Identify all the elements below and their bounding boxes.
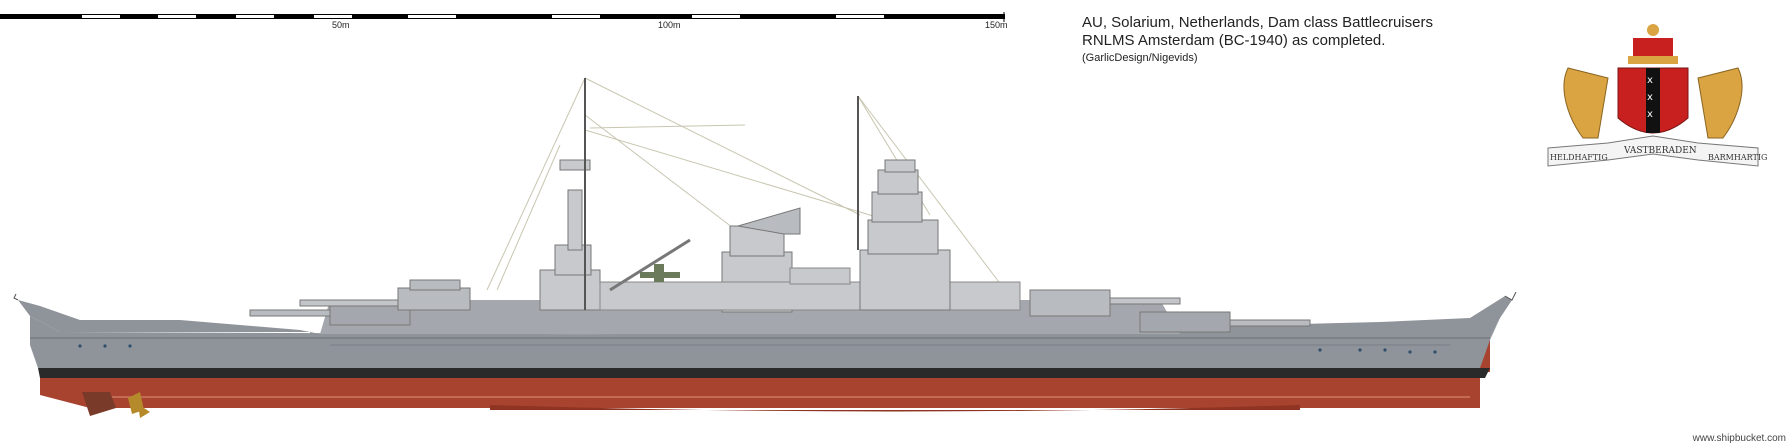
hull-topside xyxy=(18,296,1512,338)
aft-tower xyxy=(539,78,601,311)
bridge-tower xyxy=(857,96,951,311)
shield-icon: xxx xyxy=(1617,67,1689,134)
turret-fore-lower xyxy=(1139,311,1311,333)
caption-credits: (GarlicDesign/Nigevids) xyxy=(1082,52,1198,64)
caption-title: AU, Solarium, Netherlands, Dam class Bat… xyxy=(1082,14,1433,31)
turret-aft-lower xyxy=(249,304,411,326)
motto-center: VASTBERADEN xyxy=(1623,146,1697,156)
boot-topping xyxy=(38,368,1490,378)
crane xyxy=(609,238,691,292)
site-credit: www.shipbucket.com xyxy=(1692,433,1786,444)
scale-bar xyxy=(0,12,1005,22)
lion-left-icon xyxy=(1563,67,1609,139)
turret-aft-upper xyxy=(299,279,471,311)
motto-ribbon xyxy=(1547,135,1759,167)
scale-label-150m: 150m xyxy=(985,20,1008,30)
scale-label-50m: 50m xyxy=(332,20,350,30)
coat-of-arms: xxx VASTBERADEN HELDHAFTIG BARMHARTIG xyxy=(1547,24,1767,167)
propeller xyxy=(128,392,150,418)
motto-right: BARMHARTIG xyxy=(1708,153,1767,162)
portholes xyxy=(78,344,1437,354)
scale-label-100m: 100m xyxy=(658,20,681,30)
lion-right-icon xyxy=(1697,67,1743,139)
svg-text:x: x xyxy=(1647,109,1653,120)
aircraft xyxy=(640,264,680,282)
turret-fore-upper xyxy=(1029,289,1181,317)
svg-text:x: x xyxy=(1647,75,1653,86)
svg-text:x: x xyxy=(1647,92,1653,103)
motto-left: HELDHAFTIG xyxy=(1550,153,1608,162)
caption-subtitle: RNLMS Amsterdam (BC-1940) as completed. xyxy=(1082,32,1386,49)
crown-icon xyxy=(1628,24,1678,64)
rudder xyxy=(82,392,116,416)
